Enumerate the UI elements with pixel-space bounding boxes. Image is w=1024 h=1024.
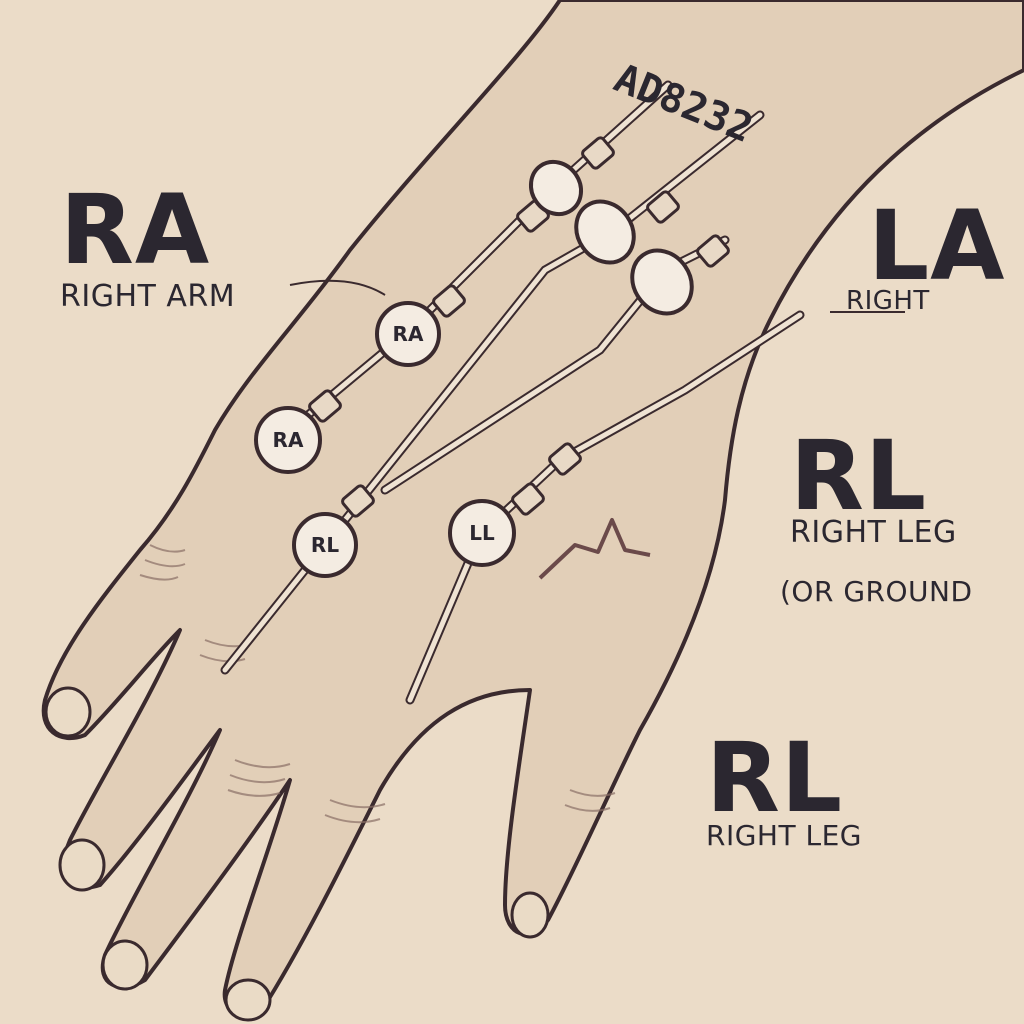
fingernails — [44, 686, 550, 1022]
svg-text:RA: RA — [273, 428, 304, 452]
electrode-ra-top: RA — [375, 301, 441, 367]
rl-upper-note-label: (OR GROUND — [780, 575, 973, 608]
svg-text:RA: RA — [393, 322, 424, 346]
svg-text:RL: RL — [311, 533, 339, 557]
electrode-blank-1 — [528, 159, 584, 217]
electrode-ra-bottom: RA — [254, 406, 322, 474]
ra-code-label: RA — [60, 174, 211, 286]
electrode-pads: RA RA RL LL — [254, 159, 694, 578]
electrode-connectors — [308, 136, 730, 518]
electrode-rl-pad: RL — [292, 512, 358, 578]
svg-text:LL: LL — [469, 521, 495, 545]
heartbeat-mark — [538, 518, 651, 580]
electrode-blank-2 — [574, 199, 636, 265]
ra-name-label: RIGHT ARM — [60, 279, 236, 314]
knuckle-creases — [139, 544, 616, 824]
rl-upper-name-label: RIGHT LEG — [790, 515, 957, 550]
rl-lower-code-label: RL — [706, 722, 844, 834]
electrode-ll-pad: LL — [448, 499, 516, 567]
la-code-label: LA — [868, 190, 1006, 302]
rl-upper-code-label: RL — [790, 420, 928, 532]
electrode-blank-3 — [630, 248, 694, 316]
rl-lower-name-label: RIGHT LEG — [706, 819, 862, 852]
la-name-label: RIGHT — [846, 286, 930, 316]
leader-lines — [289, 279, 905, 313]
